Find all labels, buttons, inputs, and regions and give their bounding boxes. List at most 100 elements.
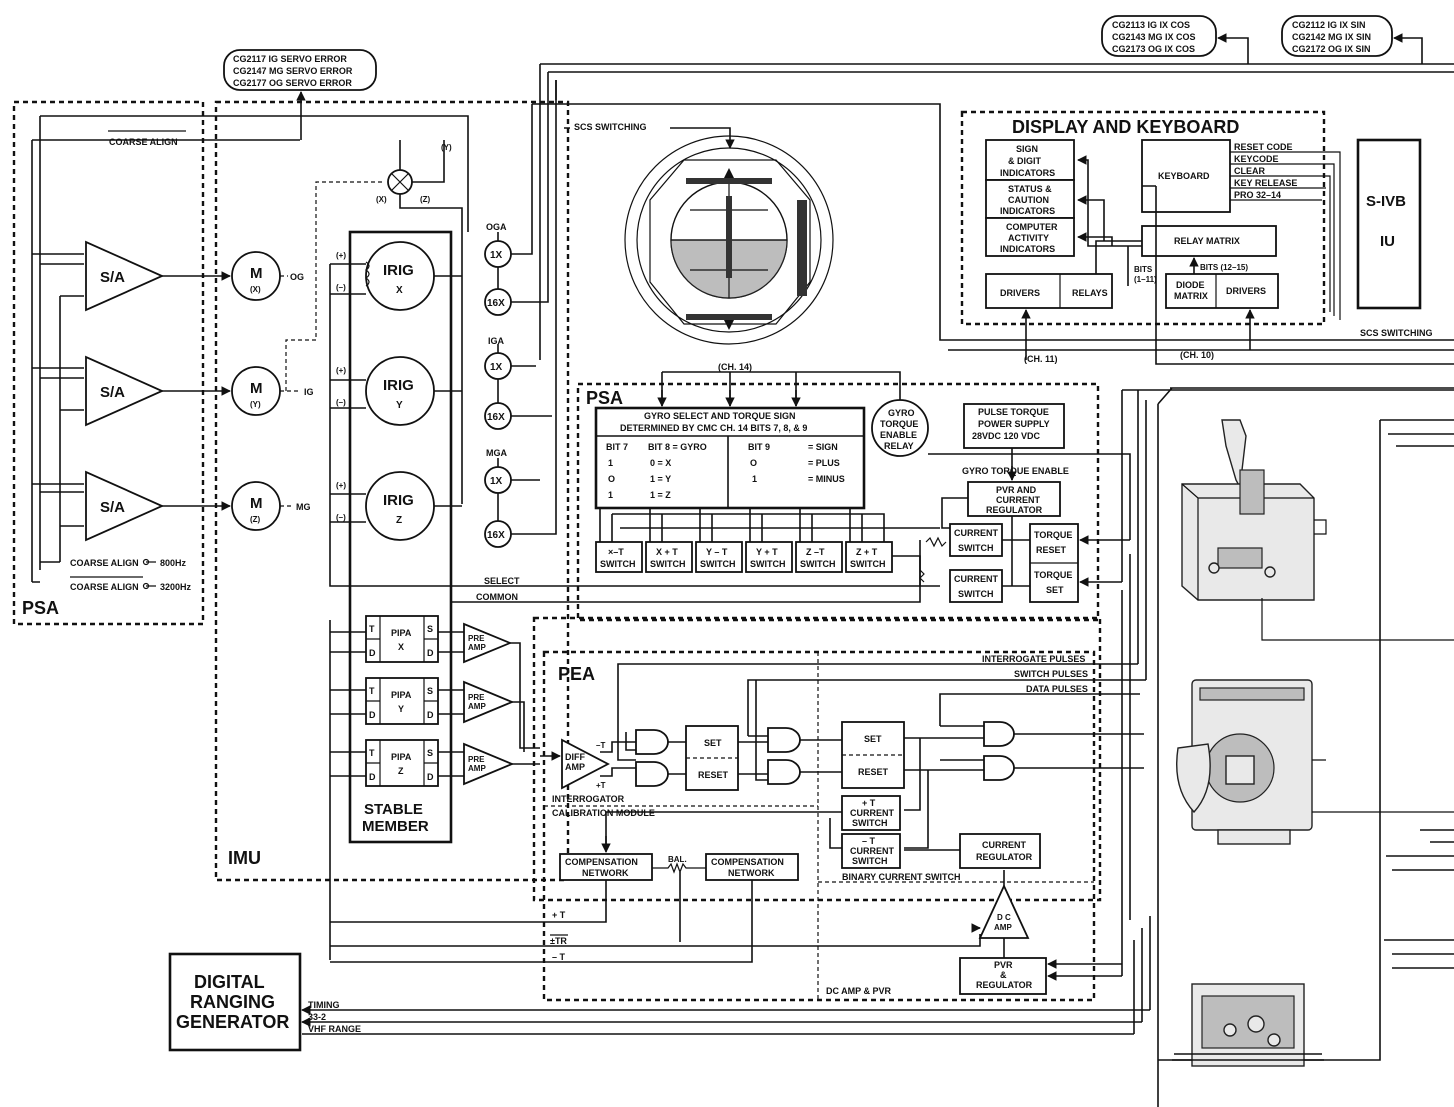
preamp-label: AMP [468, 764, 486, 773]
sa-label: S/A [100, 269, 125, 286]
translation-hand-controller-picture [1176, 679, 1454, 845]
irig-label: IRIG [383, 492, 414, 509]
hz-800: 800Hz [160, 558, 187, 568]
dc-amp-pvr-label: DC AMP & PVR [826, 986, 892, 996]
key-line-label: KEYCODE [1234, 154, 1279, 164]
pipa-d: D [369, 772, 376, 782]
sivb-iu-box: S-IVB IU [1356, 138, 1422, 310]
box-label: PULSE TORQUE [978, 407, 1049, 417]
motor-axis: (Y) [250, 400, 261, 409]
table-cell: BIT 8 = GYRO [648, 442, 707, 452]
table-heading: DETERMINED BY CMC CH. 14 BITS 7, 8, & 9 [620, 423, 807, 433]
pipa-s: S [427, 624, 433, 634]
plus-t-current-switch: + T CURRENT SWITCH [841, 795, 901, 831]
servo-error-line: CG2117 IG SERVO ERROR [233, 54, 347, 64]
box-label: NETWORK [728, 868, 775, 878]
ix-cos-line: CG2173 OG IX COS [1112, 44, 1195, 54]
motor-out-og: OG [290, 272, 304, 282]
stable-member-label: STABLE [364, 801, 423, 818]
irig-label: IRIG [383, 377, 414, 394]
minus-label: (–) [336, 283, 346, 292]
box-label: CURRENT [954, 574, 999, 584]
status-caution-indicators: STATUS & CAUTION INDICATORS [985, 179, 1075, 219]
plus-label: (+) [336, 481, 346, 490]
key-lines: RESET CODE KEYCODE CLEAR KEY RELEASE PRO… [1230, 142, 1341, 320]
motor-label: M [250, 495, 263, 512]
preamp-label: PRE [468, 693, 485, 702]
psa-left-boundary [12, 100, 205, 626]
minus-t-current-switch: – T CURRENT SWITCH [841, 833, 901, 869]
dk-title: DISPLAY AND KEYBOARD [1012, 117, 1239, 137]
current-switch-upper: CURRENT SWITCH [949, 523, 1003, 557]
computer-activity-indicators: COMPUTER ACTIVITY INDICATORS [985, 217, 1075, 257]
box-label: + T [862, 798, 876, 808]
pipa-label: PIPA [391, 628, 412, 638]
and-gate-6 [983, 755, 1015, 781]
pipa-label: PIPA [391, 690, 412, 700]
irig-y: IRIG Y [365, 356, 435, 426]
box-label: KEYBOARD [1158, 171, 1210, 181]
switch-label: Y – T [706, 547, 728, 557]
coarse-align-3200: COARSE ALIGN [70, 582, 139, 592]
bits-12-15: BITS (12–15) [1200, 263, 1248, 272]
table-cell: = PLUS [808, 458, 840, 468]
pea-inner-boundary [542, 650, 1096, 1002]
control-panel-picture [1172, 983, 1324, 1067]
box-label: DRIVERS [1000, 288, 1040, 298]
box-label: TORQUE [1034, 530, 1072, 540]
table-cell: 1 [608, 490, 613, 500]
box-label: INDICATORS [1000, 206, 1055, 216]
irig-z: IRIG Z [365, 471, 435, 541]
motor-x: M (X) [231, 251, 281, 301]
resolver-oga-1x: 1X [484, 240, 512, 268]
drg-label: RANGING [190, 992, 275, 1012]
motor-axis: (X) [250, 285, 261, 294]
switch-label: SWITCH [850, 559, 886, 569]
irig-x: IRIG X [364, 241, 435, 311]
box-label: MATRIX [1174, 291, 1208, 301]
pipa-d: D [427, 772, 434, 782]
resolver-mga-1x: 1X [484, 466, 512, 494]
pipa-t: T [369, 686, 375, 696]
sa-label: S/A [100, 499, 125, 516]
ff-label: RESET [858, 767, 889, 777]
irig-axis: Y [396, 400, 403, 411]
dc-amp: D C AMP [978, 883, 1030, 939]
ff-label: SET [704, 738, 722, 748]
servo-error-line: CG2177 OG SERVO ERROR [233, 78, 352, 88]
minus-t-line: – T [552, 952, 566, 962]
relay-matrix-box: RELAY MATRIX [1141, 225, 1277, 257]
ix-sin-line: CG2142 MG IX SIN [1292, 32, 1371, 42]
table-cell: 0 = X [650, 458, 671, 468]
key-line-label: RESET CODE [1234, 142, 1293, 152]
pipa-axis: X [398, 642, 404, 652]
minus-label: (–) [336, 398, 346, 407]
box-label: POWER SUPPLY [978, 419, 1050, 429]
box-label: TORQUE [1034, 570, 1072, 580]
pulse-torque-power-supply: PULSE TORQUE POWER SUPPLY 28VDC 120 VDC [963, 403, 1065, 449]
set-reset-ff-1: SET RESET [685, 725, 739, 791]
ix-cos-line: CG2143 MG IX COS [1112, 32, 1196, 42]
sum-x-label: (X) [376, 195, 387, 204]
scs-switching-label: SCS SWITCHING [574, 122, 647, 132]
table-cell: = SIGN [808, 442, 838, 452]
timing-label: TIMING [308, 1000, 340, 1010]
imu-title: IMU [228, 848, 261, 868]
switch-label: X + T [656, 547, 678, 557]
ff-label: SET [864, 734, 882, 744]
compensation-network-left: COMPENSATION NETWORK [559, 853, 653, 881]
sivb-label: S-IVB [1366, 193, 1406, 210]
pvr-current-regulator: PVR AND CURRENT REGULATOR [967, 481, 1061, 517]
ix-sin-line: CG2172 OG IX SIN [1292, 44, 1371, 54]
diff-amp-label: AMP [565, 762, 585, 772]
box-label: RELAYS [1072, 288, 1108, 298]
digital-ranging-generator: DIGITAL RANGING GENERATOR [168, 952, 302, 1052]
key-line-label: CLEAR [1234, 166, 1265, 176]
dc-amp-label: AMP [994, 923, 1012, 932]
pipa-y: T D S D PIPA Y [365, 677, 439, 725]
